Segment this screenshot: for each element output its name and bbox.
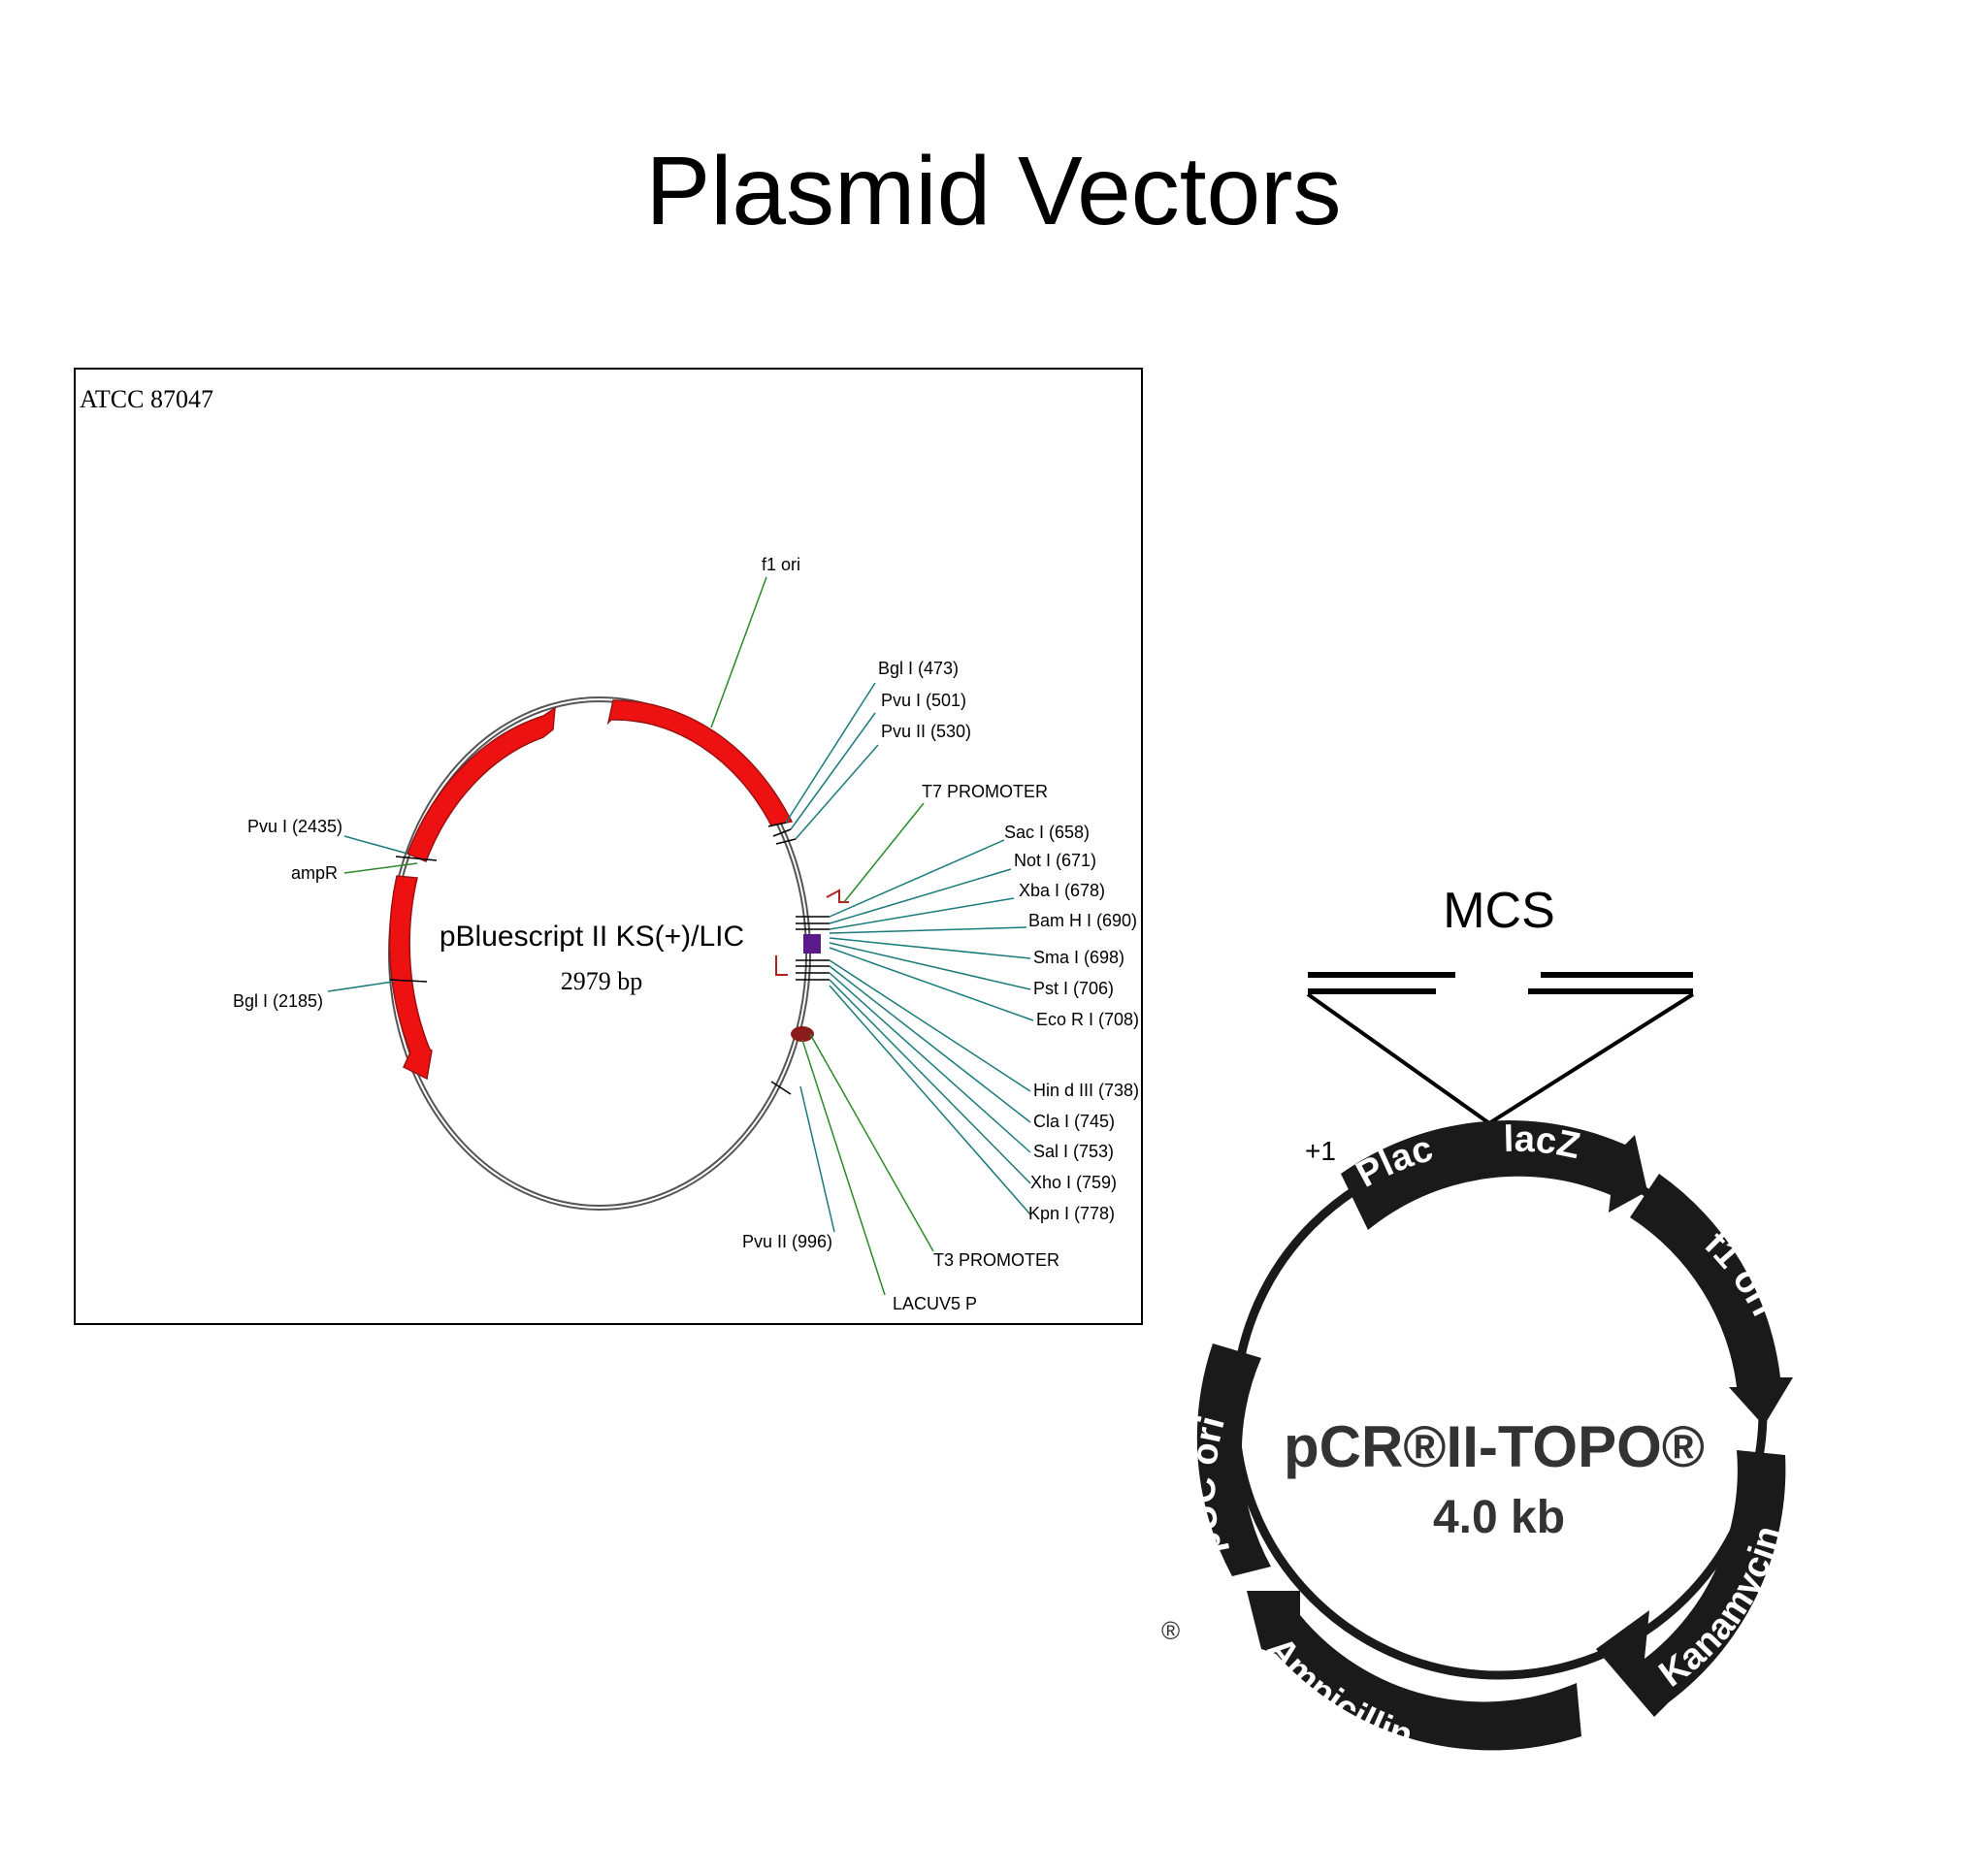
map2-features xyxy=(1196,1120,1793,1751)
t7-promoter-label: T7 PROMOTER xyxy=(922,782,1048,801)
pvu1-2435-label: Pvu I (2435) xyxy=(247,817,342,836)
not1-label: Not I (671) xyxy=(1014,851,1096,870)
sac1-label: Sac I (658) xyxy=(1004,823,1090,842)
pcr-topo-map: MCS +1 Plac lacZ f1 ori xyxy=(1161,883,1793,1757)
kpn1-label: Kpn I (778) xyxy=(1028,1204,1115,1223)
sma1-label: Sma I (698) xyxy=(1033,948,1124,967)
pvu1-501-label: Pvu I (501) xyxy=(881,691,966,710)
plac-lacz-block xyxy=(1341,1120,1647,1230)
map1-frame xyxy=(74,368,1143,1325)
pst1-label: Pst I (706) xyxy=(1033,979,1114,998)
bamh1-label: Bam H I (690) xyxy=(1028,911,1137,930)
f1-ori-block xyxy=(1630,1174,1793,1426)
f1-ori-label: f1 ori xyxy=(762,555,800,574)
mcs-marker xyxy=(803,934,821,954)
lacuv5-feature xyxy=(791,1026,814,1042)
map2-plasmid-size: 4.0 kb xyxy=(1433,1492,1565,1543)
bgl1-2185-label: Bgl I (2185) xyxy=(233,991,323,1011)
map2-plasmid-name: pCR®II-TOPO® xyxy=(1284,1414,1705,1479)
kanamycin-block xyxy=(1596,1450,1786,1717)
mcs-label: MCS xyxy=(1443,883,1555,939)
lacuv5-label: LACUV5 P xyxy=(893,1294,977,1313)
ampr-feature-lower xyxy=(388,875,433,1081)
map1-plasmid-name: pBluescript II KS(+)/LIC xyxy=(440,921,744,953)
slide-title: Plasmid Vectors xyxy=(645,137,1342,245)
ampr-label: ampR xyxy=(291,863,338,883)
ampicillin-block xyxy=(1247,1591,1581,1751)
site-ticks xyxy=(389,822,830,1095)
cla1-label: Cla I (745) xyxy=(1033,1112,1115,1131)
atcc-label: ATCC 87047 xyxy=(80,385,213,413)
pbluescript-map: ATCC 87047 xyxy=(74,368,1143,1325)
t3-promoter-arrow xyxy=(775,955,788,976)
plus-one-label: +1 xyxy=(1305,1136,1336,1166)
xba1-label: Xba I (678) xyxy=(1019,881,1105,900)
ecor1-label: Eco R I (708) xyxy=(1036,1010,1139,1029)
mcs-bracket xyxy=(1306,972,1695,1126)
pvu2-996-label: Pvu II (996) xyxy=(742,1232,832,1251)
registered-mark: ® xyxy=(1161,1616,1180,1645)
xho1-label: Xho I (759) xyxy=(1030,1173,1117,1192)
bgl1-473-label: Bgl I (473) xyxy=(878,659,959,678)
pvu2-530-label: Pvu II (530) xyxy=(881,722,971,741)
map1-plasmid-size: 2979 bp xyxy=(561,967,643,995)
hind3-label: Hin d III (738) xyxy=(1033,1081,1139,1100)
lacz-label: lacZ xyxy=(1503,1119,1583,1168)
sal1-label: Sal I (753) xyxy=(1033,1142,1114,1161)
puc-ori-block xyxy=(1196,1343,1271,1576)
t3-promoter-label: T3 PROMOTER xyxy=(933,1250,1059,1270)
ampr-feature-upper xyxy=(407,706,556,862)
